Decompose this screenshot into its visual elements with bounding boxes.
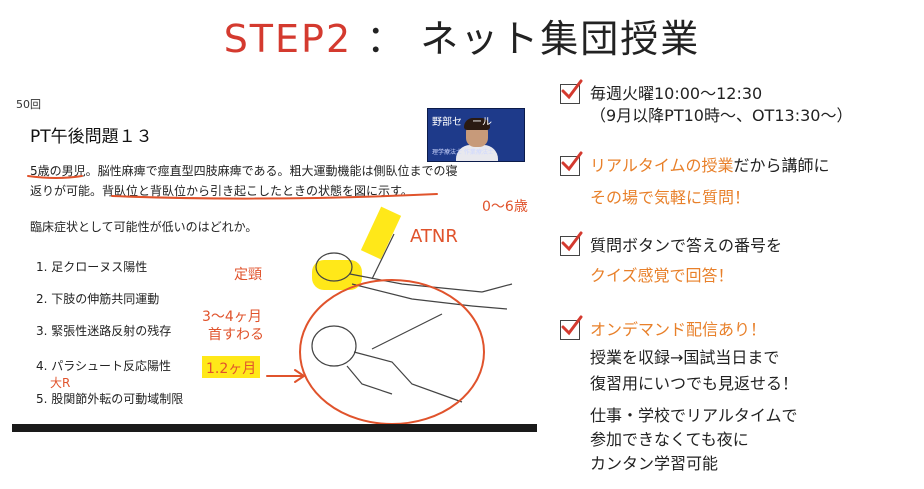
slide-bottom-bar [12,424,537,432]
feature-2-tail: だから講師に [733,156,830,175]
annot-big: 大R [50,376,71,390]
slide-title: PT午後問題１３ [30,127,153,147]
case-line-2: 返りが可能。背臥位と背臥位から引き起こしたときの状態を図に示す。 [30,182,413,199]
check-icon [560,315,583,340]
case-line-2-b: 背臥位と背臥位から引き起こしたときの状態を図に示す。 [102,184,413,198]
option-1: 1. 足クローヌス陽性 [36,260,148,274]
instructor-hair [464,118,490,130]
option-2: 2. 下肢の伸筋共同運動 [36,292,160,306]
feature-4-line-1: オンデマンド配信あり！ [590,320,767,339]
feature-2-highlight: リアルタイムの授業 [590,156,734,175]
annot-months-b: 首すわる [208,327,264,343]
feature-4-line-6: カンタン学習可能 [590,454,719,473]
slide-number: 50回 [16,98,41,111]
feature-1-line-2: （9月以降PT10時〜、OT13:30〜） [590,106,853,125]
question-text: 臨床症状として可能性が低いのはどれか。 [30,220,258,234]
feature-2-line-2: その場で気軽に質問！ [590,188,751,207]
case-line-1-rest: 。脳性麻痺で痙直型四肢麻痺である。粗大運動機能は側臥位までの寝 [85,164,458,178]
title-step: STEP2 [223,17,353,61]
annot-age: 0〜6歳 [482,199,528,215]
option-3: 3. 緊張性迷路反射の残存 [36,324,172,338]
option-4: 4. パラシュート反応陽性 [36,359,172,373]
instructor-body [456,145,498,161]
check-icon [560,79,583,104]
case-line-2-a: 返りが可能。 [30,184,103,198]
annot-tension: 定頸 [234,267,262,283]
annot-months-c: 1.2ヶ月 [206,361,257,377]
annotation-layer [27,175,513,425]
feature-3-line-2: クイズ感覚で回答！ [590,266,734,285]
highlight-months [202,356,260,378]
instructor-video: 野部セ ール 理学療法士 作業療法士 [427,108,525,162]
feature-4-line-2: 授業を収録→国試当日まで [590,348,780,367]
feature-4-line-5: 参加できなくても夜に [590,430,749,449]
feature-1-line-1: 毎週火曜10:00〜12:30 [590,84,763,103]
feature-3-line-1: 質問ボタンで答えの番号を [590,236,783,255]
page-title: STEP2 ： ネット集団授業 [0,8,924,63]
case-boy: 5歳の男児 [30,164,86,178]
annot-months-a: 3〜4ヶ月 [202,309,262,325]
video-label: 野部セ ール [432,117,492,128]
check-icon [560,231,583,256]
feature-4-line-3: 復習用にいつでも見返せる！ [590,374,799,393]
title-rest: ： ネット集団授業 [352,17,701,61]
feature-2-line-1: リアルタイムの授業だから講師に [590,152,830,176]
feature-4-line-4: 仕事・学校でリアルタイムで [590,406,798,425]
annot-atnr: ATNR [410,226,458,247]
check-icon [560,151,583,176]
video-sub: 理学療法士 作業療法士 [432,149,494,156]
lecture-slide: 50回 PT午後問題１３ 野部セ ール 理学療法士 作業療法士 5歳の男児。脳性… [12,84,537,431]
option-5: 5. 股関節外転の可動域制限 [36,392,184,406]
case-line-1: 5歳の男児。脳性麻痺で痙直型四肢麻痺である。粗大運動機能は側臥位までの寝 [30,162,458,179]
